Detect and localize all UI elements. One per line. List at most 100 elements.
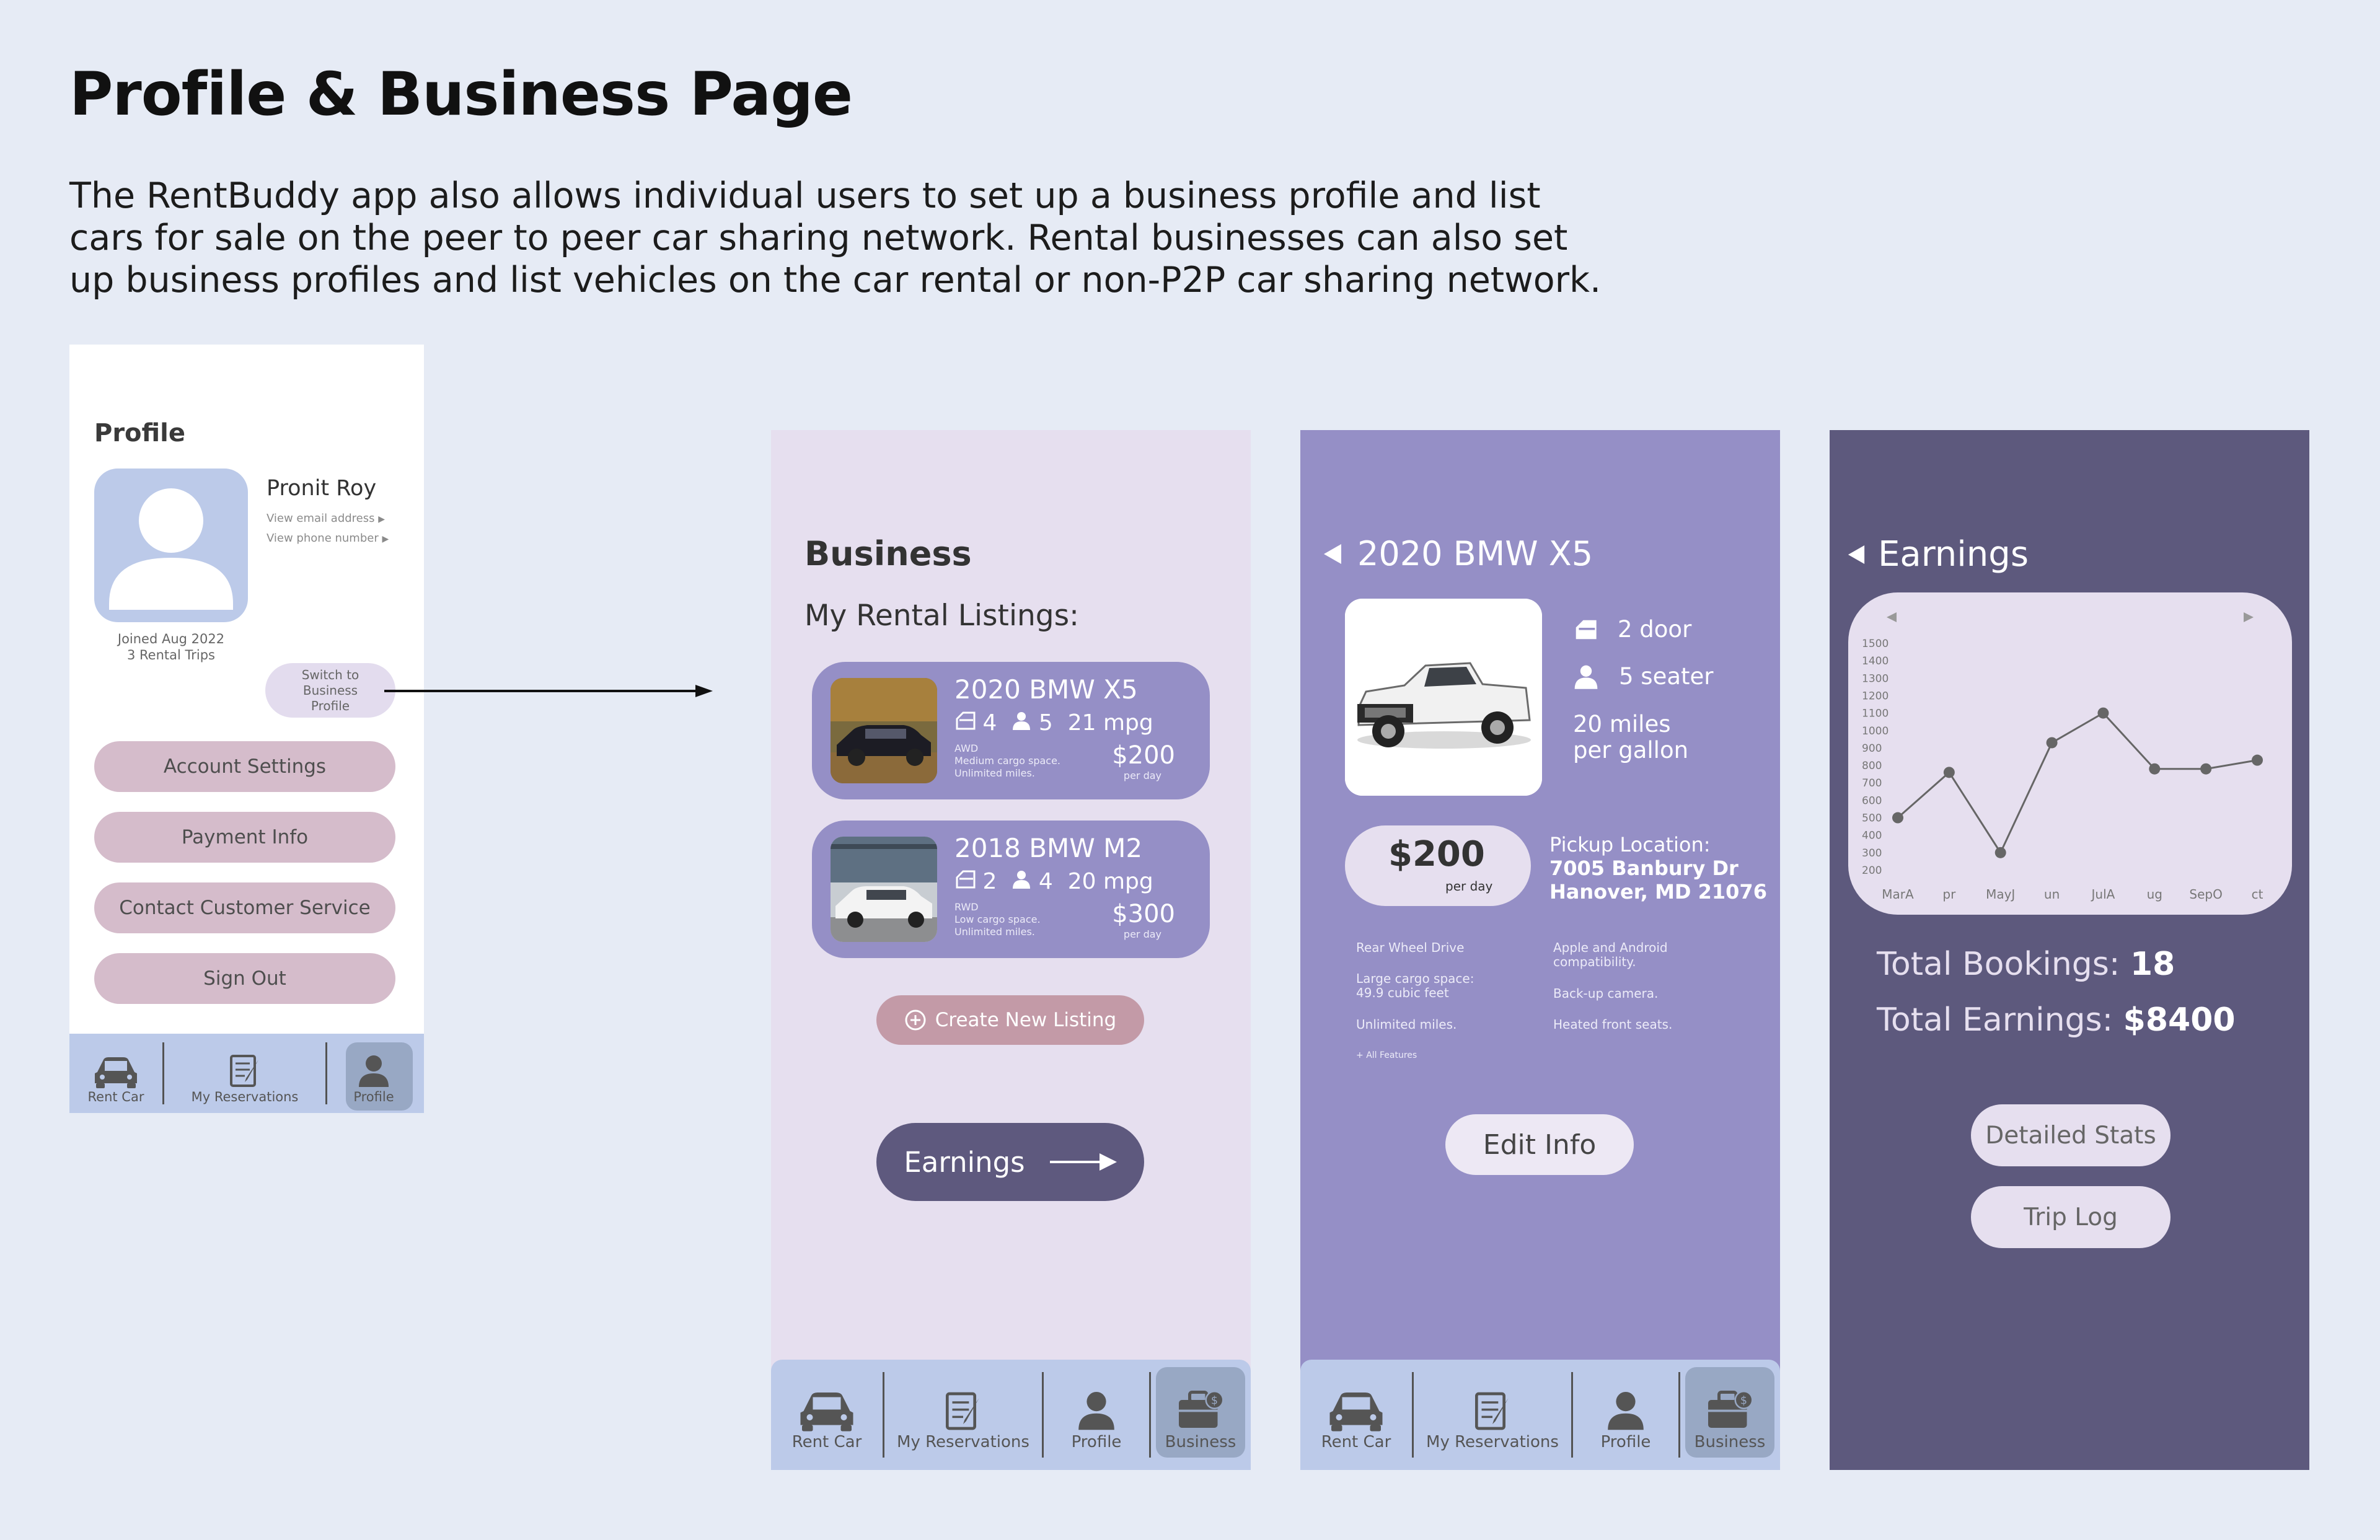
mpg: 20 mpg: [1067, 869, 1153, 894]
account-settings-button[interactable]: Account Settings: [94, 741, 395, 792]
y-tick-label: 1000: [1862, 725, 1889, 737]
feature: Apple and Android: [1553, 940, 1668, 955]
nav-my-reservations[interactable]: My Reservations: [164, 1034, 325, 1113]
listing-specs: 2 4 20 mpg: [954, 869, 1153, 894]
feature: Back-up camera.: [1553, 986, 1659, 1001]
briefcase-icon: $: [1708, 1391, 1753, 1428]
nav-rent-car[interactable]: Rent Car: [69, 1034, 162, 1113]
view-email-link[interactable]: View email address ▶: [267, 512, 385, 525]
nav-my-reservations[interactable]: My Reservations: [1414, 1360, 1571, 1470]
data-point: [2149, 763, 2161, 775]
feature: compatibility.: [1553, 954, 1636, 969]
switch-to-business-button[interactable]: Switch to Business Profile: [265, 663, 395, 718]
line-chart: 1500140013001200110010009008007006005004…: [1862, 612, 2263, 902]
y-tick-label: 1200: [1862, 690, 1889, 702]
y-tick-label: 1300: [1862, 672, 1889, 685]
mpg-line: per gallon: [1573, 737, 1689, 763]
bottom-nav: Rent Car My Reservations Profile: [1300, 1360, 1780, 1470]
data-point: [1892, 812, 1903, 824]
all-features-link[interactable]: + All Features: [1356, 1049, 1417, 1063]
person-icon: [1013, 871, 1031, 889]
total-bookings: Total Bookings: 18: [1877, 946, 2175, 983]
nav-profile[interactable]: Profile: [1044, 1360, 1149, 1470]
chart-prev-icon: [1887, 612, 1897, 622]
price: $200: [1388, 834, 1485, 874]
earnings-label: Total Earnings:: [1877, 1001, 2113, 1039]
nav-profile[interactable]: Profile: [327, 1034, 420, 1113]
person-icon: [1078, 1392, 1114, 1430]
create-listing-button[interactable]: Create New Listing: [876, 995, 1144, 1045]
profile-screen: Profile Pronit Roy View email address ▶ …: [69, 345, 424, 1113]
x-tick-label: SepO: [2189, 887, 2222, 902]
mpg-line: 20 miles: [1573, 711, 1671, 737]
user-silhouette-icon: [109, 488, 233, 610]
intro-text: The RentBuddy app also allows individual…: [69, 175, 1656, 301]
price-per: per day: [1445, 879, 1493, 894]
car-photo: [1345, 599, 1542, 796]
user-name: Pronit Roy: [267, 476, 377, 501]
nav-business[interactable]: $ Business: [1680, 1360, 1779, 1470]
nav-divider: [1149, 1372, 1151, 1458]
chevron-right-icon: ▶: [382, 534, 389, 544]
intro-line: cars for sale on the peer to peer car sh…: [69, 218, 1568, 258]
door-icon: [1576, 620, 1597, 639]
payment-info-button[interactable]: Payment Info: [94, 812, 395, 863]
person-icon: [1608, 1392, 1644, 1430]
nav-rent-car[interactable]: Rent Car: [771, 1360, 883, 1470]
reservations-icon: [1475, 1392, 1509, 1430]
sign-out-button[interactable]: Sign Out: [94, 953, 395, 1004]
y-tick-label: 500: [1862, 812, 1882, 825]
avatar[interactable]: [94, 469, 248, 622]
data-point: [2046, 737, 2058, 749]
door-count: 2: [982, 869, 997, 894]
trip-log-button[interactable]: Trip Log: [1971, 1186, 2171, 1248]
view-phone-link[interactable]: View phone number ▶: [267, 532, 389, 545]
door-spec: 2: [954, 869, 997, 894]
car-photo: [831, 837, 937, 942]
nav-divider: [1042, 1372, 1044, 1458]
seat-count: 4: [1038, 869, 1053, 894]
y-tick-label: 1400: [1862, 655, 1889, 667]
view-phone-label: View phone number: [267, 532, 379, 545]
bottom-nav: Rent Car My Reservations Profile: [771, 1360, 1251, 1470]
listing-cargo: Medium cargo space.: [954, 755, 1061, 767]
y-tick-label: 700: [1862, 777, 1882, 790]
edit-info-button[interactable]: Edit Info: [1445, 1114, 1634, 1175]
earnings-button[interactable]: Earnings: [876, 1123, 1144, 1201]
pickup-city: Hanover, MD 21076: [1549, 880, 1767, 904]
x-tick-label: ct: [2252, 887, 2263, 902]
data-point: [1994, 847, 2006, 858]
nav-label: My Reservations: [191, 1089, 299, 1104]
chevron-right-icon: ▶: [378, 514, 386, 524]
data-point: [1943, 767, 1955, 778]
listing-miles: Unlimited miles.: [954, 926, 1035, 938]
listing-card[interactable]: 2018 BMW M2 2 4 20 mpg RWD Low cargo spa…: [812, 821, 1210, 958]
y-tick-label: 400: [1862, 830, 1882, 842]
detailed-stats-button[interactable]: Detailed Stats: [1971, 1104, 2171, 1166]
y-tick-label: 1100: [1862, 708, 1889, 720]
screen-header: Earnings: [1847, 534, 2029, 574]
door-icon: [956, 870, 976, 889]
listing-price: $300: [1112, 900, 1175, 928]
person-icon: [1574, 665, 1598, 689]
plus-circle-icon: [905, 1010, 926, 1031]
back-arrow-icon[interactable]: [1323, 543, 1342, 565]
listing-title: 2020 BMW X5: [954, 674, 1138, 705]
nav-my-reservations[interactable]: My Reservations: [884, 1360, 1042, 1470]
nav-rent-car[interactable]: Rent Car: [1300, 1360, 1412, 1470]
listing-card[interactable]: 2020 BMW X5 4 5 21 mpg AWD Medium cargo …: [812, 662, 1210, 799]
x-tick-label: JulA: [2091, 887, 2115, 902]
door-icon: [956, 711, 976, 730]
x-tick-label: ug: [2147, 887, 2162, 902]
nav-divider: [162, 1042, 164, 1104]
nav-profile[interactable]: Profile: [1573, 1360, 1678, 1470]
contact-customer-service-button[interactable]: Contact Customer Service: [94, 882, 395, 933]
y-tick-label: 300: [1862, 847, 1882, 860]
nav-business[interactable]: $ Business: [1151, 1360, 1250, 1470]
back-arrow-icon[interactable]: [1847, 543, 1866, 566]
nav-label: Rent Car: [87, 1089, 144, 1104]
nav-divider: [1678, 1372, 1680, 1458]
x-tick-label: MayJ: [1986, 887, 2015, 902]
